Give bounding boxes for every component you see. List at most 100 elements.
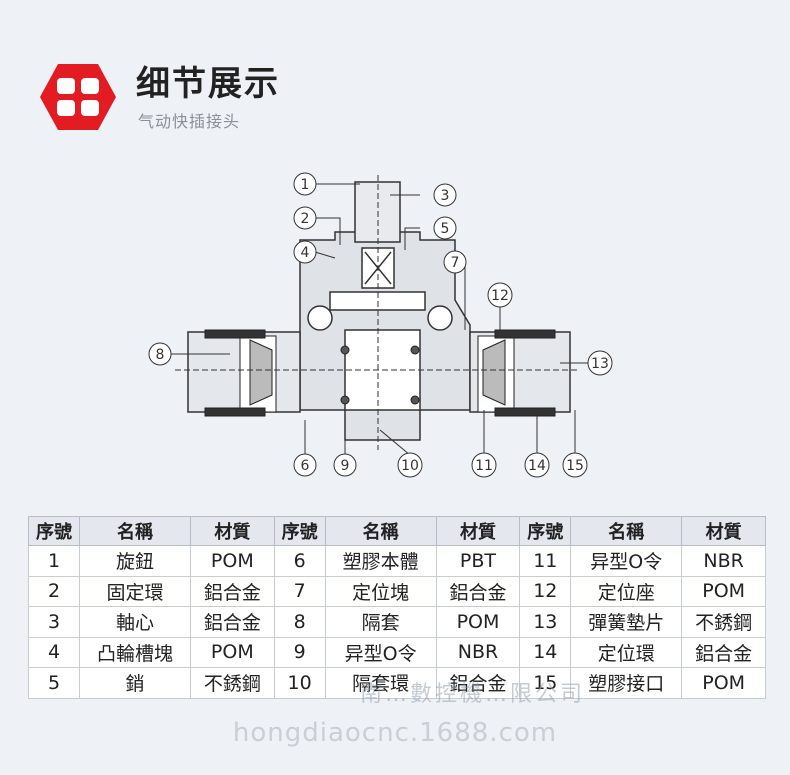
table-row: 2 固定環 鋁合金 7 定位塊 鋁合金 12 定位座 POM xyxy=(28,575,766,607)
table-cell: 隔套 xyxy=(324,606,437,638)
table-cell: 13 xyxy=(519,606,572,638)
svg-text:1: 1 xyxy=(301,177,310,193)
table-cell: 凸輪槽塊 xyxy=(78,636,192,668)
fitting-cross-section-diagram: 1 2 3 4 5 6 7 8 9 10 11 12 13 14 15 xyxy=(148,172,613,478)
callout-4: 4 xyxy=(293,240,317,264)
svg-text:11: 11 xyxy=(475,458,493,474)
table-cell: POM xyxy=(190,545,275,577)
svg-text:10: 10 xyxy=(401,458,419,474)
table-cell: 不銹鋼 xyxy=(681,606,766,638)
header: 细节展示 气动快插接头 xyxy=(0,0,790,150)
table-cell: 彈簧墊片 xyxy=(570,606,683,638)
table-cell: 不銹鋼 xyxy=(190,667,275,699)
table-cell: 14 xyxy=(519,636,572,668)
table-cell: 9 xyxy=(273,636,326,668)
table-cell: PBT xyxy=(435,545,521,577)
table-cell: 軸心 xyxy=(78,606,192,638)
callout-10: 10 xyxy=(397,452,423,478)
callout-1: 1 xyxy=(293,172,317,196)
table-cell: 塑膠接口 xyxy=(570,667,683,699)
table-row: 1 旋鈕 POM 6 塑膠本體 PBT 11 异型O令 NBR xyxy=(28,545,766,577)
table-header-row: 序號 名稱 材質 序號 名稱 材質 序號 名稱 材質 xyxy=(28,516,766,546)
col-header: 名稱 xyxy=(78,516,192,546)
col-header: 材質 xyxy=(190,516,275,546)
table-cell: POM xyxy=(435,606,521,638)
svg-text:7: 7 xyxy=(451,255,460,271)
table-cell: 鋁合金 xyxy=(190,575,275,607)
table-cell: POM xyxy=(190,636,275,668)
callout-11: 11 xyxy=(471,452,497,478)
overlay-watermark: 南…數控機…限公司 xyxy=(360,682,586,707)
table-cell: 塑膠本體 xyxy=(324,545,437,577)
svg-text:13: 13 xyxy=(591,356,609,372)
page-title: 细节展示 xyxy=(136,64,280,104)
col-header: 序號 xyxy=(273,516,326,546)
svg-text:4: 4 xyxy=(301,245,310,261)
callout-8: 8 xyxy=(148,342,172,366)
site-watermark: hongdiaocnc.1688.com xyxy=(232,718,558,748)
table-cell: 旋鈕 xyxy=(78,545,192,577)
table-cell: 12 xyxy=(519,575,572,607)
svg-text:15: 15 xyxy=(566,458,584,474)
table-cell: 异型O令 xyxy=(570,545,683,577)
parts-spec-table: 序號 名稱 材質 序號 名稱 材質 序號 名稱 材質 1 旋鈕 POM 6 塑膠… xyxy=(28,516,766,699)
svg-text:14: 14 xyxy=(528,458,546,474)
table-cell: POM xyxy=(681,575,766,607)
col-header: 序號 xyxy=(519,516,572,546)
table-cell: 8 xyxy=(273,606,326,638)
svg-text:6: 6 xyxy=(301,458,310,474)
table-cell: 定位環 xyxy=(570,636,683,668)
callout-2: 2 xyxy=(293,206,317,230)
table-cell: 銷 xyxy=(78,667,192,699)
table-cell: 6 xyxy=(273,545,326,577)
callout-5: 5 xyxy=(433,216,457,240)
table-cell: 1 xyxy=(28,545,80,577)
svg-text:8: 8 xyxy=(156,347,165,363)
table-cell: 2 xyxy=(28,575,80,607)
svg-text:5: 5 xyxy=(441,221,450,237)
table-cell: 鋁合金 xyxy=(435,667,521,699)
table-cell: 11 xyxy=(519,545,572,577)
table-cell: POM xyxy=(681,667,766,699)
port-seals xyxy=(204,329,556,417)
callout-7: 7 xyxy=(443,250,467,274)
callout-9: 9 xyxy=(333,453,357,477)
callout-15: 15 xyxy=(562,452,588,478)
col-header: 材質 xyxy=(681,516,766,546)
callout-3: 3 xyxy=(433,183,457,207)
table-cell: 7 xyxy=(273,575,326,607)
svg-text:3: 3 xyxy=(441,188,450,204)
table-cell: 15 xyxy=(519,667,572,699)
table-cell: 10 xyxy=(273,667,326,699)
brand-logo-icon xyxy=(40,64,116,130)
page-subtitle: 气动快插接头 xyxy=(138,112,241,131)
col-header: 名稱 xyxy=(570,516,683,546)
callout-6: 6 xyxy=(293,453,317,477)
table-cell: 5 xyxy=(28,667,80,699)
callout-12: 12 xyxy=(487,282,513,308)
table-cell: 鋁合金 xyxy=(681,636,766,668)
table-cell: 定位塊 xyxy=(324,575,437,607)
col-header: 名稱 xyxy=(324,516,437,546)
table-cell: NBR xyxy=(681,545,766,577)
table-cell: NBR xyxy=(435,636,521,668)
table-cell: 鋁合金 xyxy=(190,606,275,638)
table-cell: 4 xyxy=(28,636,80,668)
table-cell: 鋁合金 xyxy=(435,575,521,607)
table-row: 4 凸輪槽塊 POM 9 异型O令 NBR 14 定位環 鋁合金 xyxy=(28,636,766,668)
svg-text:9: 9 xyxy=(341,458,350,474)
svg-text:2: 2 xyxy=(301,211,310,227)
leader-lines xyxy=(170,183,588,456)
col-header: 材質 xyxy=(435,516,521,546)
fitting-body xyxy=(187,181,571,441)
table-cell: 3 xyxy=(28,606,80,638)
table-cell: 隔套環 xyxy=(324,667,437,699)
table-row: 5 銷 不銹鋼 10 隔套環 鋁合金 15 塑膠接口 POM xyxy=(28,667,766,699)
table-row: 3 軸心 鋁合金 8 隔套 POM 13 彈簧墊片 不銹鋼 xyxy=(28,606,766,638)
table-cell: 固定環 xyxy=(78,575,192,607)
col-header: 序號 xyxy=(28,516,80,546)
callout-13: 13 xyxy=(587,350,613,376)
svg-text:12: 12 xyxy=(491,288,509,304)
callout-14: 14 xyxy=(524,452,550,478)
table-cell: 异型O令 xyxy=(324,636,437,668)
